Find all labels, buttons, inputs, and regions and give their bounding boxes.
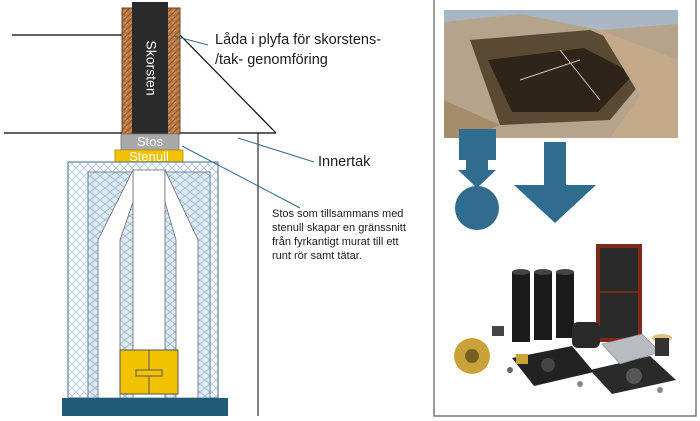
stos-leader	[181, 145, 301, 209]
square-down-arrow-circle-icon	[455, 129, 499, 230]
note-line4: runt rör samt tätar.	[272, 250, 362, 262]
note-line1: Stos som tillsammans med	[272, 208, 403, 220]
base-plate	[62, 398, 228, 416]
stos-label: Stos	[137, 134, 164, 149]
roof-slope-line	[179, 34, 277, 134]
chimney-pipe	[132, 2, 168, 134]
note-line2: stenull skapar en gränssnitt	[272, 222, 406, 234]
photo-panel-frame	[433, 0, 697, 417]
note-line3: från fyrkantigt murat till ett	[272, 236, 399, 248]
box-label-line1: Låda i plyfa för skorstens-	[215, 32, 381, 48]
door-handle	[135, 369, 163, 377]
box-leader	[173, 35, 209, 46]
chimney-label: Skorsten	[143, 40, 159, 95]
large-down-arrow-icon	[514, 142, 596, 223]
roof-opening-photo	[444, 10, 678, 138]
box-label-line2: /tak- genomföring	[215, 52, 328, 68]
stenull-label: Stenull	[129, 149, 169, 164]
chimney-kit-photo	[454, 244, 676, 394]
ceiling-label: Innertak	[318, 154, 371, 170]
ceiling-leader	[237, 137, 315, 163]
